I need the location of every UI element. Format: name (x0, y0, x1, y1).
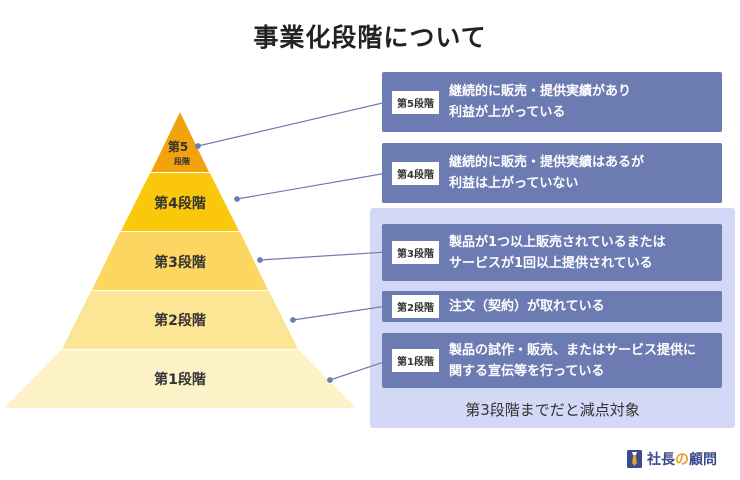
stage-2-badge: 第2段階 (392, 295, 439, 318)
pyramid-tier-2 (62, 291, 298, 349)
pyramid-tier-1 (4, 350, 356, 408)
stage-2-description: 注文（契約）が取れている (448, 299, 605, 314)
tier-2-label: 第2段階 (154, 312, 206, 329)
stage-1-box: 第1段階 製品の試作・販売、またはサービス提供に 関する宣伝等を行っている (382, 333, 722, 388)
stage-4-badge: 第4段階 (392, 161, 439, 185)
stage-5-description: 継続的に販売・提供実績があり 利益が上がっている (448, 84, 631, 120)
stage-1-badge: 第1段階 (392, 349, 439, 372)
stage-3-box: 第3段階 製品が1つ以上販売されているまたは サービスが1回以上提供されている (382, 224, 722, 281)
brand-logo: 社長の顧問 (627, 449, 717, 469)
stage-5-badge: 第5段階 (392, 90, 439, 114)
stage-5-box: 第5段階 継続的に販売・提供実績があり 利益が上がっている (382, 72, 722, 132)
tier-5-label: 第5 (168, 139, 188, 154)
pyramid-tier-4 (121, 173, 239, 231)
stage-3-description: 製品が1つ以上販売されているまたは サービスが1回以上提供されている (448, 234, 666, 271)
tier-5-sublabel: 段階 (174, 156, 190, 166)
pyramid-tier-5 (151, 112, 209, 172)
page-title: 事業化段階について (253, 23, 487, 52)
tier-1-label: 第1段階 (154, 371, 206, 388)
pyramid-tier-3 (92, 232, 268, 290)
brand-name: 社長の顧問 (647, 452, 717, 468)
tier-3-label: 第3段階 (154, 254, 206, 271)
deduction-caption: 第3段階までだと減点対象 (465, 401, 640, 419)
stage-4-description: 継続的に販売・提供実績はあるが 利益は上がっていない (448, 155, 644, 191)
suit-tie-icon (627, 450, 642, 468)
tier-4-label: 第4段階 (154, 195, 206, 212)
stage-1-description: 製品の試作・販売、またはサービス提供に 関する宣伝等を行っている (448, 342, 696, 379)
stage-2-box: 第2段階 注文（契約）が取れている (382, 291, 722, 322)
stage-4-box: 第4段階 継続的に販売・提供実績はあるが 利益は上がっていない (382, 143, 722, 203)
stage-3-badge: 第3段階 (392, 241, 439, 264)
